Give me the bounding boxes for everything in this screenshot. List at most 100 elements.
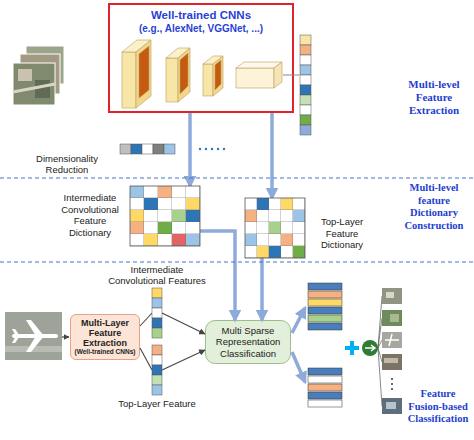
code-bar	[308, 384, 342, 391]
flow-connector	[200, 231, 235, 320]
airplane	[26, 320, 44, 352]
image-detail	[13, 84, 55, 92]
classifier-box: Multi Sparse Representation Classificati…	[205, 320, 291, 364]
image-detail	[385, 334, 399, 346]
flow-connector	[260, 258, 264, 320]
flow-connector	[162, 313, 205, 334]
layer-face	[136, 40, 151, 108]
node-text: Intermediate Convolutional Features	[101, 264, 213, 286]
dot	[211, 148, 213, 150]
layer-face	[213, 56, 223, 96]
image-detail	[18, 69, 32, 81]
vector-cell	[131, 144, 142, 154]
vector-cell	[152, 308, 162, 318]
process-note: Dimensionality Reduction	[20, 153, 114, 175]
fan-line	[378, 340, 382, 348]
process-box: Multi-Layer Feature Extraction(Well-trai…	[70, 314, 140, 360]
feature-vector	[300, 35, 311, 135]
cnn-layers	[122, 40, 282, 108]
vector-cell	[152, 298, 162, 308]
layer-filter	[180, 53, 188, 94]
layer-face	[178, 48, 190, 102]
aerial-image	[5, 312, 62, 360]
section-separator	[0, 262, 474, 263]
section-label: Multi-level Feature Extraction	[396, 78, 472, 117]
class-image	[382, 398, 402, 414]
feature-link	[283, 75, 299, 76]
layer-face	[236, 68, 274, 88]
layer-face	[122, 52, 136, 108]
node-text: Well-trained CNNs	[110, 8, 292, 22]
grid-background	[130, 186, 200, 246]
vector-cell	[300, 85, 311, 95]
dot	[391, 378, 393, 380]
vector-cell	[300, 115, 311, 125]
code-bar	[308, 307, 342, 314]
code-bar	[308, 291, 342, 298]
vector-cell	[152, 345, 162, 355]
grid-background	[245, 198, 305, 258]
vector-cell	[300, 105, 311, 115]
input-images	[13, 46, 64, 105]
vector-cell	[300, 65, 311, 75]
feature-vector	[152, 288, 162, 338]
dictionary-grid	[130, 186, 200, 246]
airplane	[12, 329, 20, 343]
class-image	[382, 310, 402, 326]
class-image	[382, 354, 402, 370]
node-text: (e.g., AlexNet, VGGNet, ...)	[110, 22, 292, 35]
node-text: (Well-trained CNNs)	[75, 348, 136, 356]
section-separator	[0, 178, 474, 179]
vector-cell	[152, 355, 162, 365]
result-arrow	[292, 352, 305, 382]
vector-cell	[152, 288, 162, 298]
grid-lines	[245, 198, 305, 258]
query-image	[5, 312, 62, 360]
layer-face	[203, 64, 213, 96]
aerial-image	[13, 63, 55, 105]
airplane	[14, 334, 56, 338]
vector-cell	[300, 75, 311, 85]
fan-lines	[378, 296, 382, 406]
vector-cell	[300, 35, 311, 45]
sparse-code-stack	[308, 368, 342, 407]
sparse-code-stack	[308, 283, 342, 330]
dot	[391, 388, 393, 390]
image-detail	[386, 402, 396, 409]
image-detail	[390, 314, 399, 322]
class-images	[382, 288, 402, 414]
code-bar	[308, 400, 342, 407]
code-bar	[308, 392, 342, 399]
class-image	[382, 332, 402, 348]
node-text: Intermediate Convolutional Feature Dicti…	[54, 192, 126, 238]
feature-vector	[152, 345, 162, 395]
fusion-arrow	[365, 345, 375, 351]
vector-cell	[300, 95, 311, 105]
flow-connector	[162, 350, 205, 370]
dot	[217, 148, 219, 150]
flow-connector	[270, 113, 274, 198]
vector-cell	[300, 55, 311, 65]
plus-bar	[350, 341, 354, 355]
node-text: Top-Layer Feature	[107, 398, 207, 409]
layer-face	[166, 58, 178, 102]
flow-connector	[188, 113, 192, 186]
flow-connector	[140, 348, 152, 370]
fan-line	[378, 296, 382, 348]
vector-cell	[152, 375, 162, 385]
vector-cell	[120, 144, 131, 154]
section-label: Multi-level feature Dictionary Construct…	[396, 182, 472, 232]
code-bar	[308, 323, 342, 330]
section-label: Feature Fusion-based Classification	[404, 388, 472, 426]
fusion-circle	[362, 340, 378, 356]
layer-filter	[215, 60, 221, 90]
dot	[391, 383, 393, 385]
image-detail	[386, 292, 394, 298]
grid-lines	[130, 186, 200, 246]
vector-cell	[153, 144, 164, 154]
continuation-dots	[199, 148, 225, 150]
